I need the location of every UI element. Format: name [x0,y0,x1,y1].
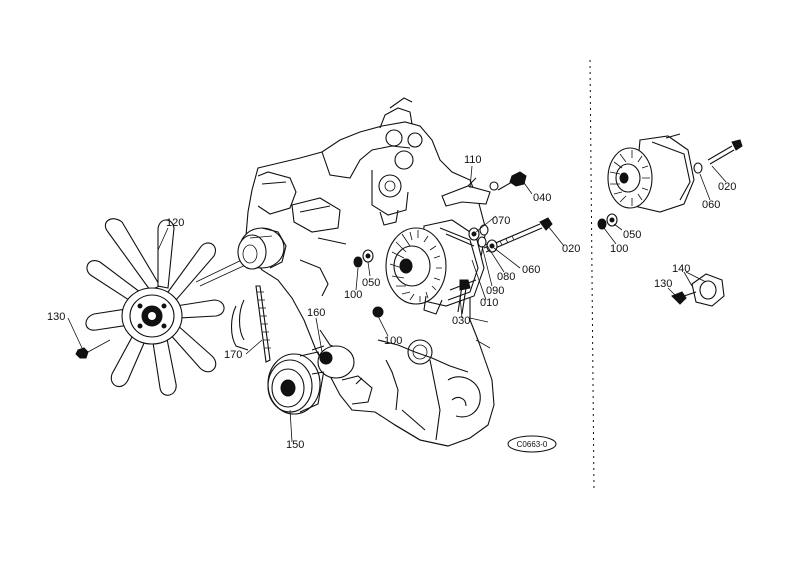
label-130-left: 130 [47,311,65,323]
label-170: 170 [224,349,242,361]
part-labels: 120 130 170 160 150 110 040 070 020 080 … [47,154,736,451]
adjusting-strap [441,177,491,207]
dotted-divider [589,59,595,491]
long-bolt-020-right [693,139,743,174]
leader-lines [67,165,727,443]
label-140: 140 [672,263,690,275]
label-060-right: 060 [702,199,720,211]
label-130-right: 130 [654,278,672,290]
engine-block [230,97,495,447]
nut-100-lower [372,306,384,318]
label-020: 020 [562,243,580,255]
label-090: 090 [486,285,504,297]
label-110: 110 [464,154,482,166]
nut-and-washer-right [597,213,618,230]
label-080: 080 [497,271,515,283]
bolt-040 [489,171,527,191]
water-pump-pulley [311,345,355,379]
label-100-lower: 100 [384,335,402,347]
label-050-right: 050 [623,229,641,241]
alternator-alt-version [607,133,695,213]
cooling-fan [85,218,225,396]
v-belt [255,285,271,363]
label-020-right: 020 [718,181,736,193]
label-070: 070 [492,215,510,227]
crankshaft-pulley [267,351,325,415]
label-010: 010 [480,297,498,309]
figure-code: C0663-0 [517,440,548,449]
label-160: 160 [307,307,325,319]
label-060: 060 [522,264,540,276]
nut-and-washer-left [353,249,374,268]
figure-code-tag: C0663-0 [507,435,557,453]
label-030: 030 [452,315,470,327]
label-040: 040 [533,192,551,204]
label-100-right: 100 [610,243,628,255]
label-150: 150 [286,439,304,451]
label-050-left: 050 [362,277,380,289]
label-120: 120 [166,217,184,229]
label-100-left: 100 [344,289,362,301]
pulley-140 [671,273,725,307]
fan-pulley-hub [195,227,287,287]
fan-bolt [75,339,111,359]
